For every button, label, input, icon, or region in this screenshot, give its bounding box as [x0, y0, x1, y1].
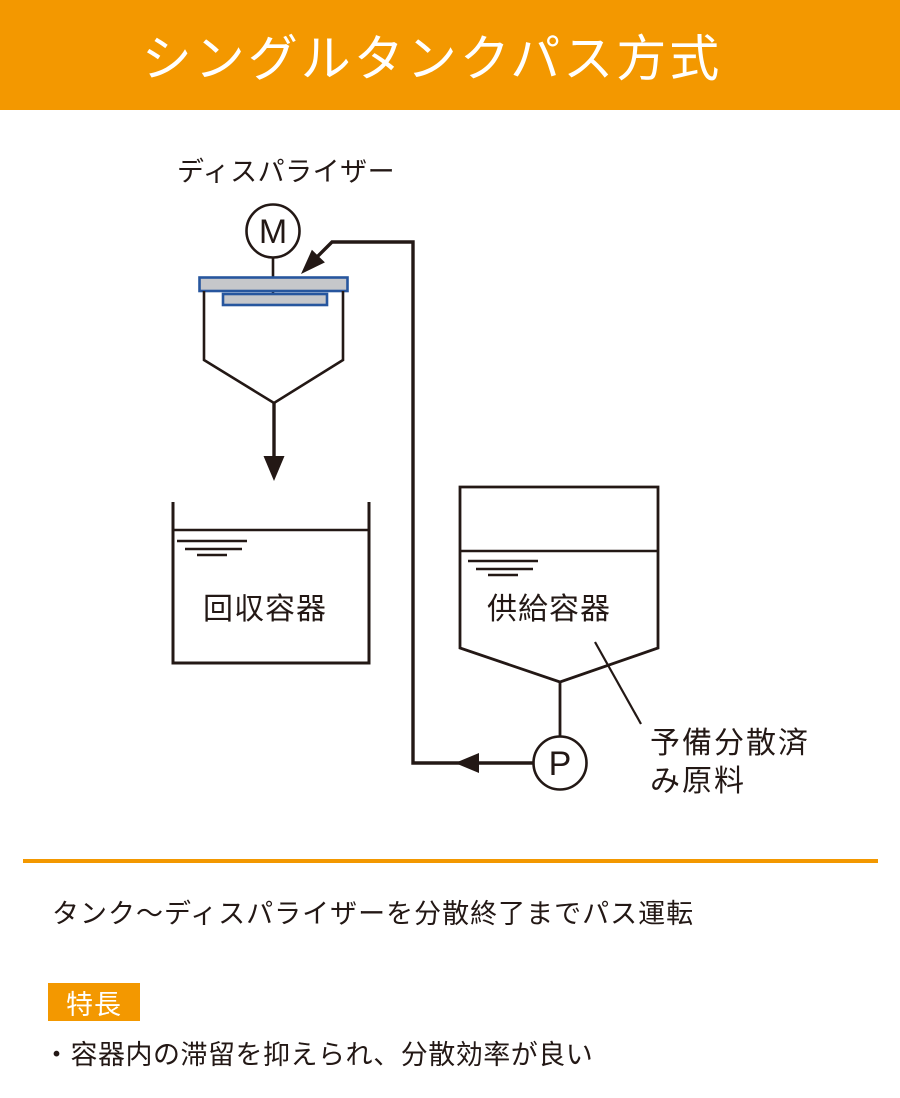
features-badge-label: 特長 — [66, 989, 122, 1020]
outlet-arrowhead-icon — [263, 456, 285, 481]
dispersizer-disc — [221, 292, 329, 307]
supply-tank — [458, 485, 660, 684]
pump-symbol: P — [549, 745, 572, 783]
supply-surface-marks-icon — [468, 559, 538, 577]
supply-tank-label: 供給容器 — [487, 593, 611, 626]
features-badge: 特長 — [48, 983, 140, 1021]
pump-circle — [532, 735, 588, 791]
page-title: シングルタンクパス方式 — [141, 31, 723, 87]
circulation-pipe — [315, 240, 533, 765]
dispersizer-lid — [198, 276, 349, 293]
operation-description: タンク〜ディスパライザーを分散終了までパス運転 — [52, 899, 695, 929]
recovery-tank — [171, 502, 371, 665]
process-diagram: ディスパライザー M 回収容器 供給容器 P 予備分散済 み原料 — [171, 157, 810, 798]
dispersizer-label: ディスパライザー — [177, 157, 395, 187]
recovery-surface-marks-icon — [177, 539, 247, 557]
motor-symbol: M — [259, 213, 287, 251]
callout-line — [594, 641, 642, 725]
title-banner: シングルタンクパス方式 — [0, 0, 900, 110]
section-divider — [23, 859, 878, 863]
callout-text-line2: み原料 — [650, 765, 746, 798]
dispersizer-body — [202, 291, 345, 405]
recovery-tank-label: 回収容器 — [203, 593, 327, 626]
feature-item: ・容器内の滞留を抑えられ、分散効率が良い — [43, 1040, 594, 1070]
pipe-arrowhead-left-icon — [455, 753, 479, 773]
pipe-arrowhead-inlet-icon — [301, 249, 325, 274]
callout-text-line1: 予備分散済 — [650, 727, 810, 760]
